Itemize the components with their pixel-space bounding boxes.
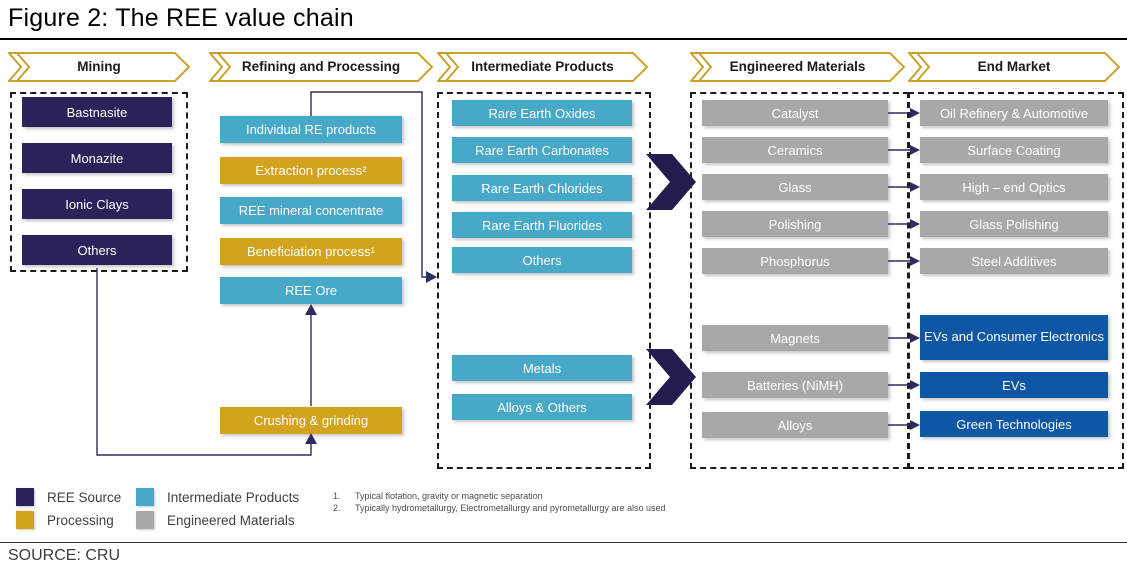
- legend-swatch-processing: [16, 511, 34, 529]
- chevron-banner-shape: [690, 52, 905, 82]
- arrowhead-into-intermediate-group: [426, 271, 437, 283]
- intermediate-box-others: Others: [452, 247, 632, 273]
- end-market-box-evs-consumer-electronics: EVs and Consumer Electronics: [920, 315, 1108, 360]
- header-label-refining: Refining and Processing: [241, 59, 401, 74]
- end-market-box-steel-additives: Steel Additives: [920, 248, 1108, 274]
- mining-box-others: Others: [22, 235, 172, 265]
- end-market-group-box: [908, 92, 1124, 469]
- end-market-box-surface-coating: Surface Coating: [920, 137, 1108, 163]
- flow-chevron-lower: [646, 349, 696, 405]
- arrowhead-into-crushing: [305, 433, 317, 444]
- footnote-2-number: 2.: [333, 503, 341, 513]
- engineered-box-magnets: Magnets: [702, 325, 888, 351]
- legend-label-ree-source: REE Source: [47, 489, 122, 505]
- source-text: SOURCE: CRU: [8, 547, 121, 564]
- legend-item-intermediate-products: Intermediate Products: [136, 488, 299, 506]
- engineered-box-polishing: Polishing: [702, 211, 888, 237]
- engineered-box-batteries-nimh: Batteries (NiMH): [702, 372, 888, 398]
- source-divider: [0, 542, 1127, 543]
- end-market-box-glass-polishing: Glass Polishing: [920, 211, 1108, 237]
- intermediate-group-box: [437, 92, 651, 469]
- end-market-box-evs: EVs: [920, 372, 1108, 398]
- engineered-box-catalyst: Catalyst: [702, 100, 888, 126]
- header-banner-intermediate: Intermediate Products: [437, 52, 648, 82]
- end-market-box-high-end-optics: High – end Optics: [920, 174, 1108, 200]
- chevron-banner-shape: [437, 52, 648, 82]
- footnote-2-text: Typically hydrometallurgy, Electrometall…: [355, 503, 666, 513]
- intermediate-box-rare-earth-carbonates: Rare Earth Carbonates: [452, 137, 632, 163]
- figure-title: Figure 2: The REE value chain: [8, 4, 354, 32]
- legend-swatch-intermediate-products: [136, 488, 154, 506]
- legend-label-processing: Processing: [47, 512, 114, 528]
- chevron-banner-shape: [8, 52, 190, 82]
- footnotes: 1. Typical flotation, gravity or magneti…: [333, 491, 665, 515]
- flow-chevron-upper: [646, 154, 696, 210]
- intermediate-box-metals: Metals: [452, 355, 632, 381]
- header-label-intermediate: Intermediate Products: [471, 59, 614, 74]
- end-market-box-oil-refinery-automotive: Oil Refinery & Automotive: [920, 100, 1108, 126]
- header-banner-refining: Refining and Processing: [209, 52, 433, 82]
- refining-box-ree-mineral-concentrate: REE mineral concentrate: [220, 197, 402, 224]
- chevron-banner-shape: [908, 52, 1120, 82]
- legend-item-engineered-materials: Engineered Materials: [136, 511, 295, 529]
- intermediate-box-rare-earth-oxides: Rare Earth Oxides: [452, 100, 632, 126]
- refining-box-individual-re-products: Individual RE products: [220, 116, 402, 143]
- legend-item-ree-source: REE Source: [16, 488, 121, 506]
- mining-box-monazite: Monazite: [22, 143, 172, 173]
- mining-box-bastnasite: Bastnasite: [22, 97, 172, 127]
- legend-label-engineered-materials: Engineered Materials: [167, 512, 295, 528]
- title-divider: [0, 38, 1127, 40]
- chevron-banner-shape: [209, 52, 433, 82]
- header-banner-engineered: Engineered Materials: [690, 52, 905, 82]
- header-label-mining: Mining: [77, 59, 121, 74]
- legend-swatch-ree-source: [16, 488, 34, 506]
- intermediate-box-rare-earth-chlorides: Rare Earth Chlorides: [452, 175, 632, 201]
- engineered-box-glass: Glass: [702, 174, 888, 200]
- legend-item-processing: Processing: [16, 511, 114, 529]
- engineered-box-ceramics: Ceramics: [702, 137, 888, 163]
- refining-box-extraction-process: Extraction process²: [220, 157, 402, 184]
- footnote-1-text: Typical flotation, gravity or magnetic s…: [355, 491, 543, 501]
- refining-box-beneficiation-process: Beneficiation process¹: [220, 238, 402, 265]
- header-banner-end-market: End Market: [908, 52, 1120, 82]
- intermediate-box-alloys-others: Alloys & Others: [452, 394, 632, 420]
- engineered-box-phosphorus: Phosphorus: [702, 248, 888, 274]
- legend-swatch-engineered-materials: [136, 511, 154, 529]
- end-market-box-green-technologies: Green Technologies: [920, 411, 1108, 437]
- header-banner-mining: Mining: [8, 52, 190, 82]
- header-label-end-market: Engineered Materials: [729, 59, 866, 74]
- footnote-1-number: 1.: [333, 491, 341, 501]
- legend-label-intermediate-products: Intermediate Products: [167, 489, 300, 505]
- refining-box-ree-ore: REE Ore: [220, 277, 402, 304]
- mining-box-ionic-clays: Ionic Clays: [22, 189, 172, 219]
- footnote-1: 1. Typical flotation, gravity or magneti…: [333, 491, 665, 501]
- engineered-box-alloys: Alloys: [702, 412, 888, 438]
- arrowhead-into-ree-ore: [305, 304, 317, 315]
- header-label-end-market: End Market: [977, 59, 1051, 74]
- footnote-2: 2. Typically hydrometallurgy, Electromet…: [333, 503, 665, 513]
- intermediate-box-rare-earth-fluorides: Rare Earth Fluorides: [452, 212, 632, 238]
- refining-box-crushing-grinding: Crushing & grinding: [220, 407, 402, 434]
